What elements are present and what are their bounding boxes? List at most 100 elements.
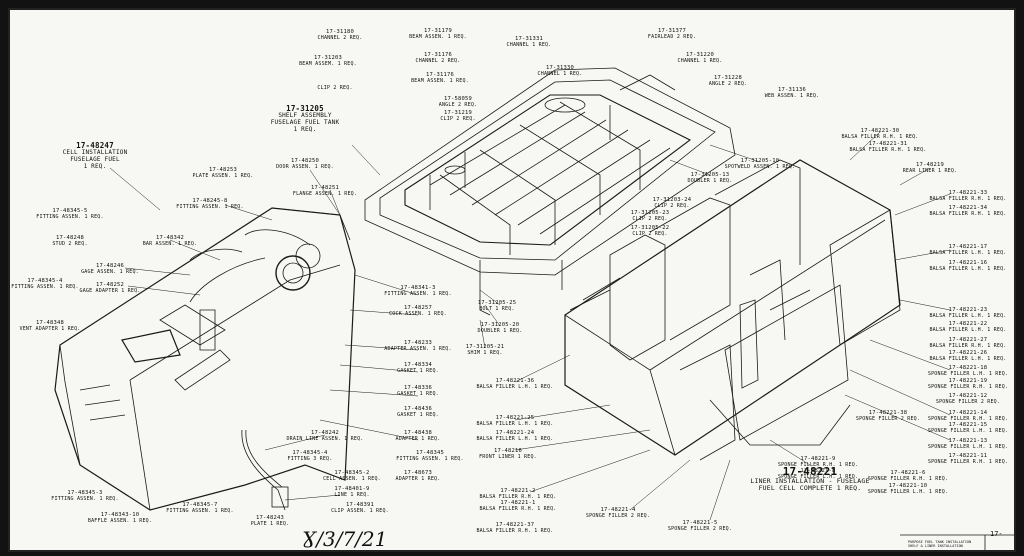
callout-part-number: 17-48345: [415, 450, 445, 456]
callout-part-number: 17-48216: [493, 448, 523, 454]
callout-description: SHELF ASSEMBLY: [278, 112, 332, 119]
callout-description: SPONGE FILLER R.H. 1 REQ.: [867, 476, 949, 482]
callout-part-number: 17-48221-30: [860, 128, 900, 134]
callout-description: CLIP 2 REQ.: [632, 231, 668, 237]
callout-description: ADAPTER 1 REQ.: [395, 436, 441, 442]
callout-part-number: 17-48221-12: [948, 393, 988, 399]
callout-part-number: 17-48348: [35, 320, 65, 326]
callout-part-number: 17-48334: [403, 362, 433, 368]
callout-description: BALSA FILLER R.H. 1 REQ.: [841, 134, 919, 140]
callout-description: FUSELAGE FUEL TANK: [270, 119, 340, 126]
callout-description: GASKET 1 REQ.: [397, 412, 439, 418]
callout-description: ADAPTER 1 REQ.: [395, 476, 441, 482]
callout-part-number: 17-48221-26: [948, 350, 988, 356]
callout-part-number: 17-48221-8: [800, 468, 836, 474]
callout-description: SPONGE FILLER R.H. 1 REQ.: [927, 459, 1009, 465]
callout-part-number: 17-31176: [425, 72, 455, 78]
callout-description: CELL INSTALLATION: [62, 149, 128, 156]
callout-description: COCK ASSEN. 1 REQ.: [389, 311, 447, 317]
callout-part-number: 17-48673: [403, 470, 433, 476]
callout-description: CELL ASSEN. 1 REQ.: [323, 476, 381, 482]
title-block: PURPOSE FUEL TANK INSTALLATION SHELF & L…: [908, 540, 971, 548]
callout-description: BEAM ASSEM. 1 REQ.: [299, 61, 357, 67]
callout-part-number: 17-48345-2: [334, 470, 370, 476]
callout-description: FUEL CELL COMPLETE 1 REQ.: [758, 484, 862, 492]
callout-description: BALSA FILLER L.H. 1 REQ.: [476, 384, 554, 390]
callout-part-number: 17-48221-13: [948, 438, 988, 444]
callout-part-number: 17-48221-37: [495, 522, 535, 528]
callout-part-number: 17-48221-16: [948, 260, 988, 266]
callout-part-number: 17-48221-27: [948, 337, 988, 343]
callout-description: SPONGE FILLER L.H. 1 REQ.: [777, 474, 859, 480]
callout-description: FITTING ASSEN. 1 REQ.: [166, 508, 234, 514]
callout-description: CLIP 2 REQ.: [654, 203, 690, 209]
callout-part-number: 17-48221-34: [948, 205, 988, 211]
callout-description: SPONGE FILLER 2 REQ.: [585, 513, 651, 519]
callout-description: PLATE ASSEN. 1 REQ.: [192, 173, 254, 179]
callout-part-number: 17-48221-36: [495, 378, 535, 384]
liner-drawing: [564, 159, 901, 461]
callout-part-number: 17-31205-13: [690, 172, 730, 178]
callout-description: SPONGE FILLER L.H. 1 REQ.: [927, 444, 1009, 450]
callout-description: BALSA FILLER L.H. 1 REQ.: [929, 266, 1007, 272]
callout-description: LINE 1 REQ.: [334, 492, 370, 498]
callout-description: CHANNEL 2 REQ.: [415, 58, 461, 64]
callout-part-number: 17-48221-17: [948, 244, 988, 250]
callout-part-number: 17-48221-23: [948, 307, 988, 313]
callout-part-number: 17-31203-24: [652, 197, 692, 203]
callout-part-number: 17-48221-22: [948, 321, 988, 327]
callout-description: BALSA FILLER L.H. 1 REQ.: [476, 436, 554, 442]
callout-part-number: 17-31330: [545, 65, 575, 71]
callout-description: CHANNEL 1 REQ.: [506, 42, 552, 48]
callout-description: SHIM 1 REQ.: [467, 350, 503, 356]
callout-part-number: 17-48221-4: [600, 507, 636, 513]
callout-part-number: 17-48343-10: [100, 512, 140, 518]
callout-part-number: 17-48221-9: [800, 456, 836, 462]
callout-description: GASKET 1 REQ.: [397, 391, 439, 397]
callout-description: SPOTWELD ASSEN. 1 REQ.: [724, 164, 796, 170]
callout-part-number: 17-48251: [310, 185, 340, 191]
callout-part-number: 17-31203: [313, 55, 343, 61]
callout-description: ANGLE 2 REQ.: [708, 81, 748, 87]
callout-description: SPONGE FILLER R.H. 1 REQ.: [777, 462, 859, 468]
callout-part-number: 17-48221-25: [495, 415, 535, 421]
callout-part-number: 17-48345-4: [292, 450, 328, 456]
